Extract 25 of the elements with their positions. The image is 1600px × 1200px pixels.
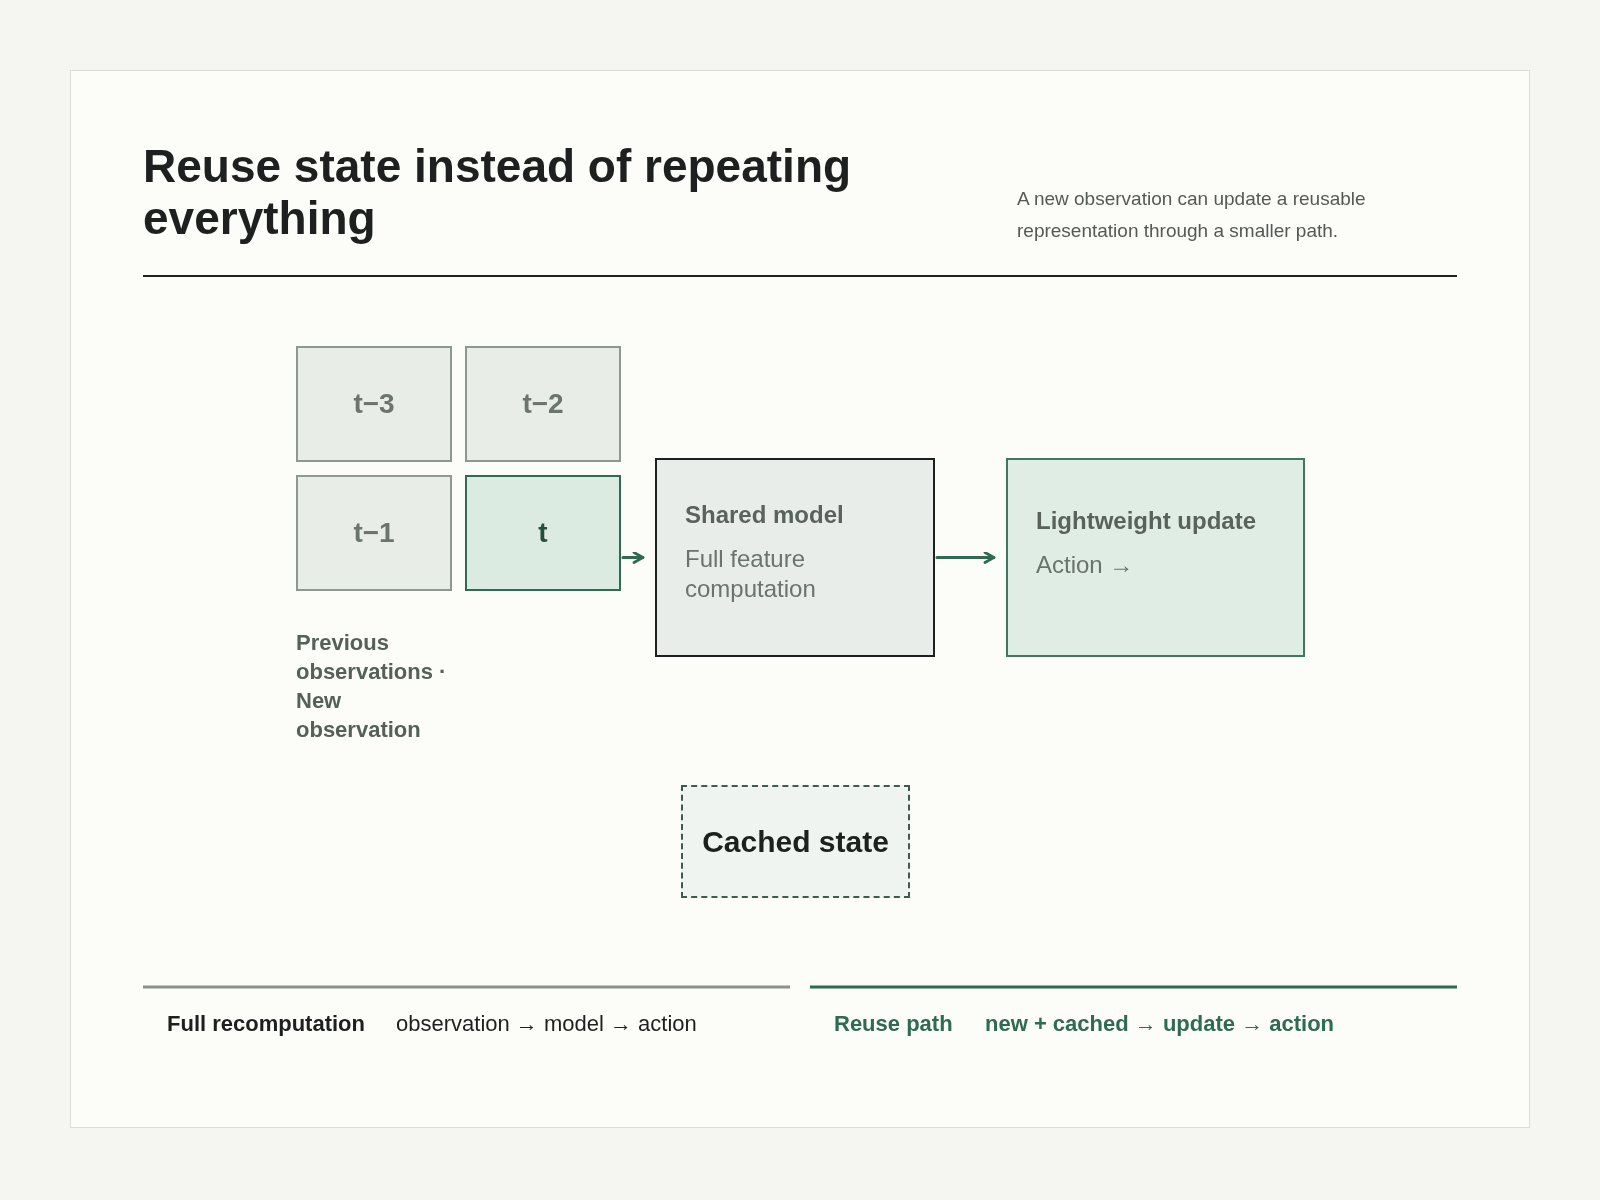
title: Reuse state instead of repeating everything (143, 140, 853, 244)
path-description: new + cached → update → action (985, 1010, 1336, 1038)
observation-frame (465, 346, 621, 462)
process-box (655, 458, 935, 657)
node-heading: t−1 (353, 516, 395, 550)
node-heading: Lightweight update (1036, 507, 1256, 536)
node-heading: t−2 (522, 387, 564, 421)
node-body: Action → (1036, 549, 1134, 580)
node-heading: t−3 (353, 387, 395, 421)
node-heading: Shared model (685, 501, 844, 530)
arrow (621, 551, 645, 564)
observation-frame (296, 475, 452, 591)
node-heading: Cached state (702, 823, 889, 860)
node-heading: t (538, 516, 548, 550)
process-box (1006, 458, 1305, 657)
arrow (935, 551, 996, 564)
observation-frame (465, 475, 621, 591)
subtitle: A new observation can update a reusable representation through a smaller path. (1017, 187, 1367, 243)
path-description: observation → model → action (396, 1010, 698, 1038)
observation-frame (296, 346, 452, 462)
path-name: Reuse path (834, 1010, 954, 1038)
state-box (681, 785, 910, 898)
path-name: Full recomputation (167, 1010, 366, 1038)
node-body: Full feature computation (685, 543, 817, 604)
group-caption: Previous observations · New observation (296, 629, 448, 744)
